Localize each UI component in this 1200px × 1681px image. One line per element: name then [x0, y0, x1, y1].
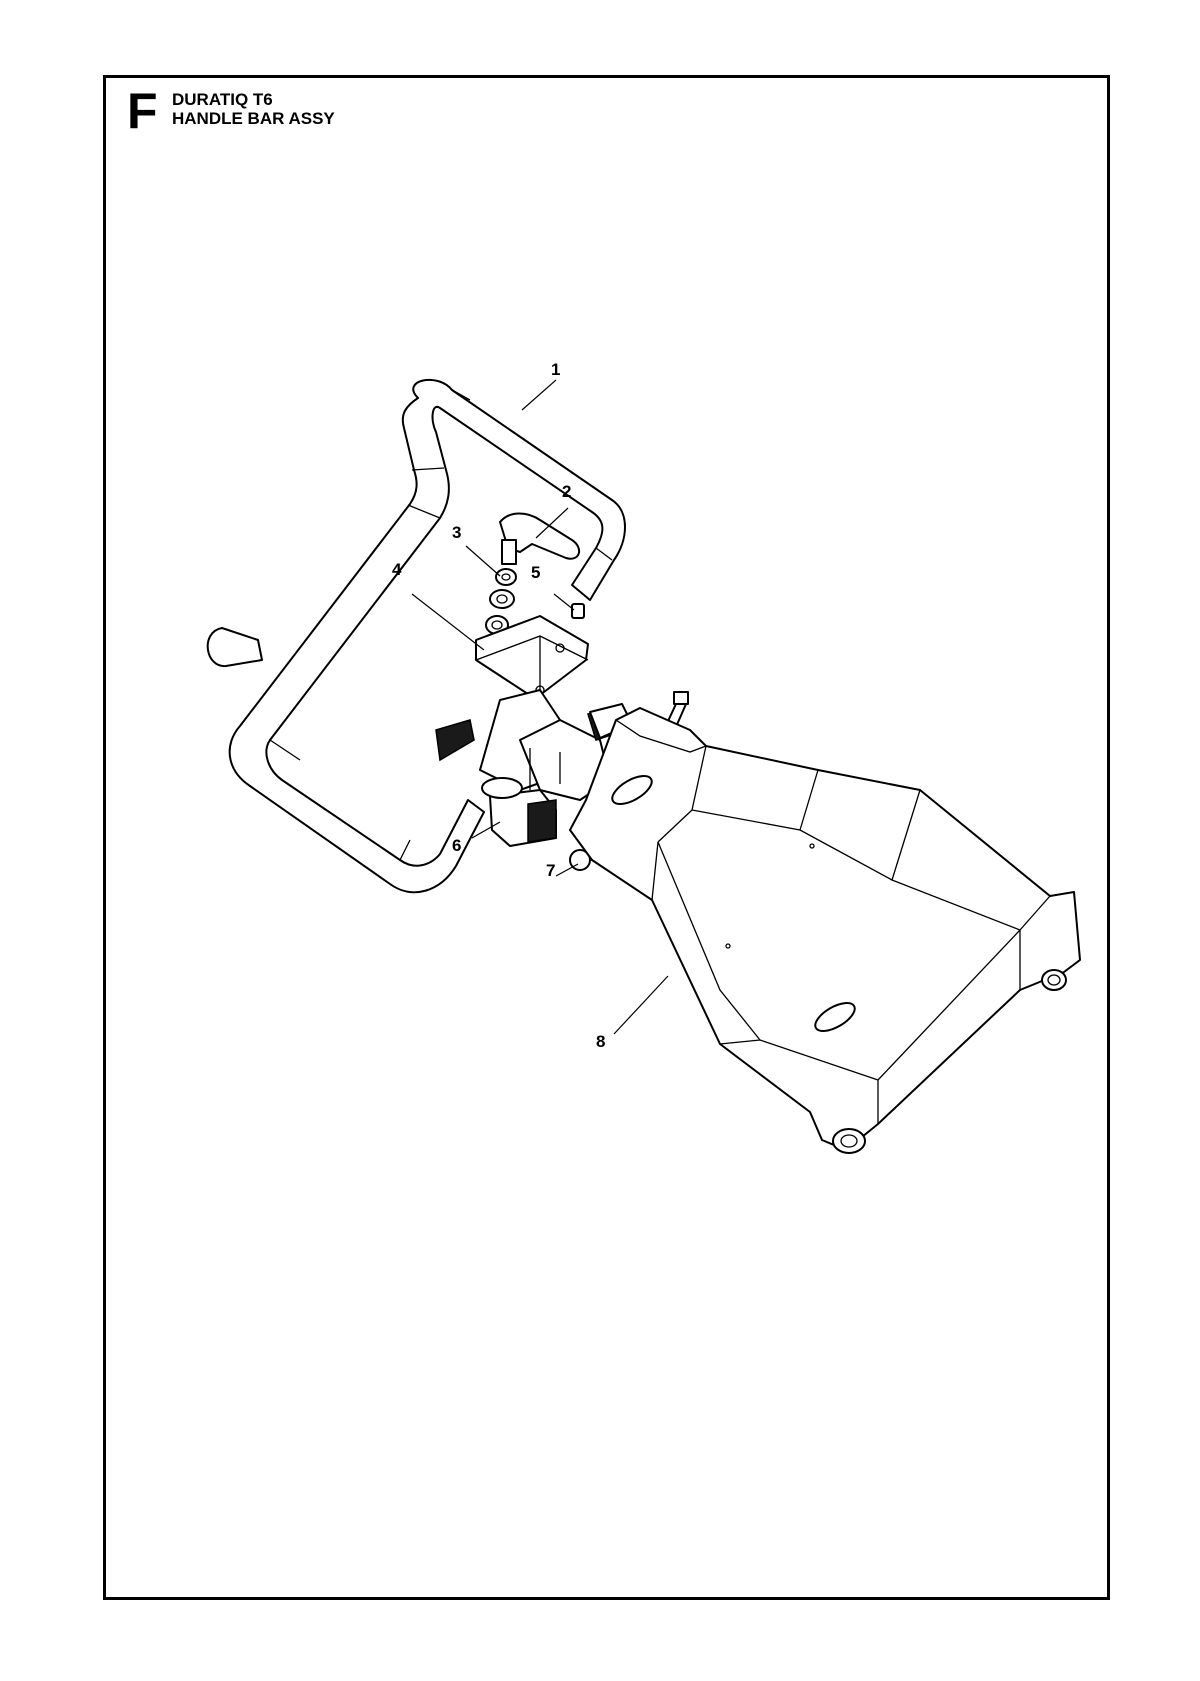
part-4-clamp-bracket — [475, 615, 589, 700]
callout-7: 7 — [546, 861, 555, 880]
callout-2: 2 — [562, 482, 571, 501]
callout-8: 8 — [596, 1032, 605, 1051]
part-6-knob — [481, 777, 557, 847]
title-block: DURATIQ T6 HANDLE BAR ASSY — [172, 90, 335, 128]
leader-lines — [411, 379, 669, 1035]
assembly-name: HANDLE BAR ASSY — [172, 109, 335, 128]
callout-3: 3 — [452, 523, 461, 542]
part-2-clamp-lever — [499, 512, 581, 565]
model-name: DURATIQ T6 — [172, 90, 273, 109]
part-8-frame — [569, 707, 1081, 1154]
part-3-washers — [485, 568, 517, 635]
callout-5: 5 — [531, 563, 540, 582]
callout-1: 1 — [551, 360, 560, 379]
callout-6: 6 — [452, 836, 461, 855]
section-letter: F — [127, 83, 158, 139]
handle-bracket-body — [435, 689, 633, 801]
callout-4: 4 — [392, 560, 402, 579]
part-1-handle-bar — [206, 378, 626, 894]
page-frame — [103, 75, 1110, 1600]
